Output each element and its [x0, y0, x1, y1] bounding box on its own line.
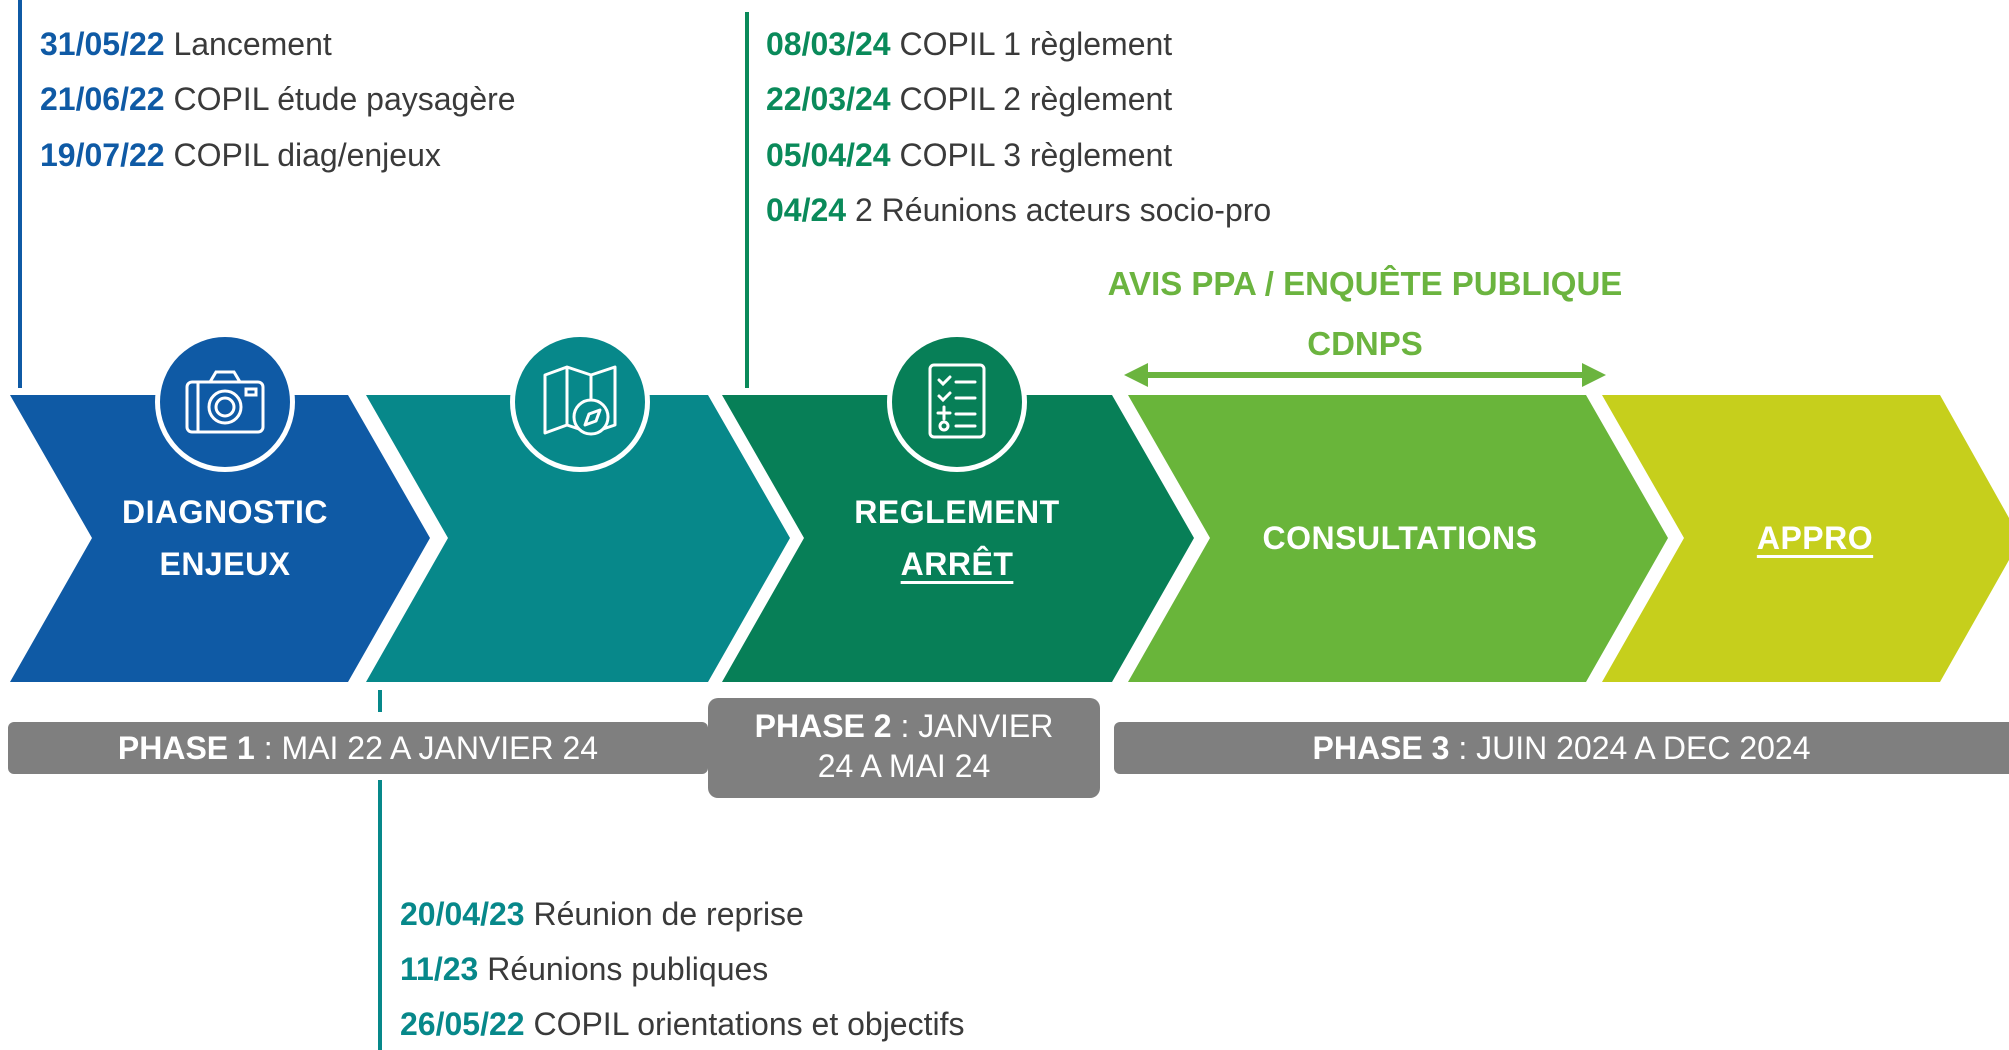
phase-text-wrap: PHASE 2 : JANVIER 24 A MAI 24	[744, 706, 1064, 786]
chevron-reglement	[722, 395, 1194, 682]
icon-badge-diagnostic	[155, 332, 295, 472]
event-text: COPIL diag/enjeux	[173, 137, 441, 173]
phase-dates: : JANVIER 24 A MAI 24	[817, 708, 1054, 784]
chevron-label-diagnostic: DIAGNOSTIC ENJEUX	[80, 486, 370, 590]
event-item: 04/24 2 Réunions acteurs socio-pro	[766, 191, 1271, 229]
phase-dates: : JUIN 2024 A DEC 2024	[1449, 730, 1811, 766]
chevron-label-line2: OBJECTIFS	[484, 60, 670, 96]
event-text: Réunion de reprise	[533, 896, 804, 932]
event-date: 20/04/23	[400, 896, 525, 932]
chevron-diagnostic	[10, 395, 430, 682]
icon-badge-reglement	[887, 332, 1027, 472]
event-date: 31/05/22	[40, 26, 165, 62]
event-item: 26/05/22 COPIL orientations et objectifs	[400, 1005, 964, 1043]
event-item: 05/04/24 COPIL 3 règlement	[766, 136, 1172, 174]
icon-badge-orientations	[510, 332, 650, 472]
chevron-label-line1: REGLEMENT	[854, 494, 1060, 530]
event-item: 11/23 Réunions publiques	[400, 950, 768, 988]
camera-icon	[185, 370, 265, 434]
connector-line-orientations-bottom	[378, 690, 382, 712]
chevron-label-line2: ENJEUX	[159, 546, 291, 582]
phase-bar-3: PHASE 3 : JUIN 2024 A DEC 2024	[1114, 722, 2009, 774]
event-date: 11/23	[400, 951, 479, 987]
event-text: 2 Réunions acteurs socio-pro	[854, 192, 1272, 228]
chevron-label-consultations: CONSULTATIONS	[1200, 512, 1600, 564]
chevron-label-orientations: ORIENTATIONS OBJECTIFS	[432, 0, 722, 104]
chevron-consultations	[1128, 395, 1668, 682]
chevron-label-appro: APPRO	[1690, 512, 1940, 564]
event-date: 04/24	[766, 192, 847, 228]
chevron-label-line2: ARRÊT	[807, 538, 1107, 590]
chevron-label-line1: APPRO	[1690, 512, 1940, 564]
phase-title: PHASE 1	[117, 730, 255, 766]
event-text: COPIL 2 règlement	[899, 81, 1173, 117]
phase-title: PHASE 3	[1312, 730, 1450, 766]
event-item: 20/04/23 Réunion de reprise	[400, 895, 804, 933]
event-text: COPIL 1 règlement	[899, 26, 1173, 62]
chevron-label-reglement: REGLEMENT ARRÊT	[807, 486, 1107, 590]
arret-link[interactable]: ARRÊT	[900, 546, 1014, 582]
phase-dates: : MAI 22 A JANVIER 24	[254, 730, 599, 766]
event-item: 19/07/22 COPIL diag/enjeux	[40, 136, 441, 174]
checklist-icon	[928, 363, 986, 439]
map-compass-icon	[543, 365, 617, 436]
appro-link[interactable]: APPRO	[1756, 520, 1874, 556]
connector-line-phase1-top	[18, 0, 22, 388]
event-date: 21/06/22	[40, 81, 165, 117]
chevron-orientations	[366, 395, 790, 682]
event-date: 05/04/24	[766, 137, 891, 173]
phase-title: PHASE 2	[754, 708, 892, 744]
chevron-appro	[1602, 395, 2009, 682]
event-date: 19/07/22	[40, 137, 165, 173]
event-date: 08/03/24	[766, 26, 891, 62]
event-date: 26/05/22	[400, 1006, 525, 1042]
event-text: Lancement	[173, 26, 332, 62]
event-date: 22/03/24	[766, 81, 891, 117]
event-text: COPIL 3 règlement	[899, 137, 1173, 173]
event-item: 08/03/24 COPIL 1 règlement	[766, 25, 1172, 63]
chevron-label-line1: DIAGNOSTIC	[122, 494, 328, 530]
event-text: Réunions publiques	[487, 951, 769, 987]
event-item: 22/03/24 COPIL 2 règlement	[766, 80, 1172, 118]
event-item: 31/05/22 Lancement	[40, 25, 332, 63]
phase-bar-1: PHASE 1 : MAI 22 A JANVIER 24	[8, 722, 708, 774]
event-text: COPIL orientations et objectifs	[533, 1006, 965, 1042]
consultation-note-line2: CDNPS	[1307, 325, 1423, 362]
event-text: COPIL étude paysagère	[173, 81, 516, 117]
phase-bar-2: PHASE 2 : JANVIER 24 A MAI 24	[708, 698, 1100, 798]
chevron-label-line1: ORIENTATIONS	[455, 8, 699, 44]
connector-line-phase2-top	[745, 12, 749, 388]
chevron-label-line1: CONSULTATIONS	[1262, 520, 1538, 556]
event-item: 21/06/22 COPIL étude paysagère	[40, 80, 516, 118]
connector-line-orientations-events	[378, 780, 382, 1050]
consultation-note-line1: AVIS PPA / ENQUÊTE PUBLIQUE	[1107, 265, 1623, 302]
